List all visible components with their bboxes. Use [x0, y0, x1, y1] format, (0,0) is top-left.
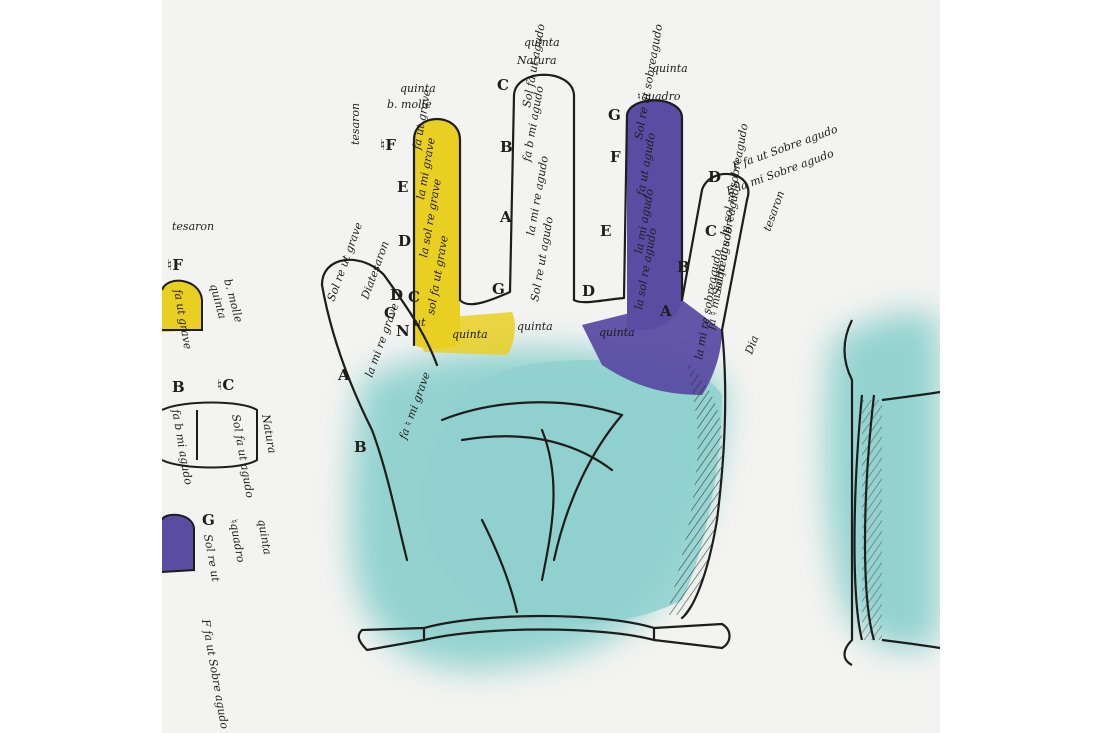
little-c-letter: C [705, 222, 717, 240]
left-yellow-tip [162, 280, 202, 332]
left-natura: Natura [259, 412, 279, 454]
guidonian-hand-svg: quinta Natura quinta ♮quadro quinta b. m… [162, 23, 940, 730]
left-faut-sobre: F fa ut Sobre agudo [199, 617, 231, 730]
little-a-letter: A [659, 302, 672, 320]
little-b-letter: B [677, 258, 690, 276]
middle-quinta: quinta [517, 320, 553, 333]
middle-a-letter: A [499, 208, 512, 226]
top-quinta-c: quinta [524, 36, 560, 49]
ring-f-letter: F [610, 148, 621, 166]
little-dia: Dia [742, 334, 761, 357]
thumb-a-letter: A [337, 366, 350, 384]
middle-b-letter: B [500, 138, 513, 156]
thumb-b-letter: B [354, 438, 367, 456]
index-base-yellow [414, 312, 515, 355]
left-f-letter: ♮F [167, 256, 183, 274]
top-bquadro: ♮quadro [637, 90, 681, 103]
top-quinta-left: quinta [400, 82, 436, 95]
top-quinta-right: quinta [652, 62, 688, 75]
ring-base-purple [582, 300, 722, 395]
thumb-n-letter: N [396, 322, 410, 340]
thumb-d-letter: D [390, 286, 403, 304]
top-tesaron: tesaron [349, 103, 362, 145]
top-bmolle: b. molle [387, 98, 432, 111]
left-quinta2: quinta [255, 518, 274, 555]
left-bquadro: ♮quadro [227, 518, 247, 564]
thumb-c-letter: C [384, 304, 396, 322]
second-hand-cuff-hatch [862, 400, 882, 640]
middle-c-letter: C [497, 76, 509, 94]
ring-e-letter: E [600, 222, 611, 240]
ring-g-letter: G [608, 106, 621, 124]
index-c-letter: C [408, 288, 420, 306]
middle-g-letter: G [492, 280, 505, 298]
thumb-diatesaron: Diatesaron [358, 239, 391, 302]
palm-fill [422, 360, 722, 624]
ring-finger-purple [627, 100, 682, 330]
left-c-letter: ♮C [217, 376, 234, 394]
left-fabmi-agudo: fa b mi agudo [169, 407, 195, 486]
ring-d-letter: D [582, 282, 595, 300]
hand-outline [320, 73, 750, 652]
index-e-letter: E [397, 178, 408, 196]
top-natura: Natura [516, 54, 557, 67]
index-finger-yellow [414, 120, 460, 349]
index-d-letter: D [398, 232, 411, 250]
left-g-letter: G [202, 511, 215, 529]
left-solreut: Sol re ut [201, 533, 222, 583]
index-f-letter: ♮F [380, 136, 396, 154]
little-tesaron: tesaron [761, 189, 788, 233]
index-quinta: quinta [452, 328, 488, 341]
little-d-letter: D [708, 168, 721, 186]
thumb-ut-label: ut [414, 316, 426, 329]
left-tesaron: tesaron [172, 220, 214, 233]
woodcut-illustration: quinta Natura quinta ♮quadro quinta b. m… [162, 0, 940, 733]
left-solfaut-agudo: Sol fa ut agudo [229, 413, 257, 499]
left-purple-tip [162, 514, 194, 572]
hand-shadow-hatch [667, 360, 722, 615]
left-panel-outlines [162, 279, 258, 573]
ring-quinta: quinta [599, 326, 635, 339]
left-b-letter: B [172, 378, 185, 396]
